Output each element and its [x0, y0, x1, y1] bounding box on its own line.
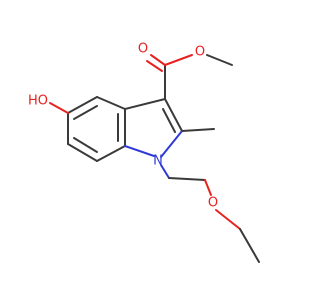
ether-oxygen-label: O: [208, 196, 218, 211]
bond-ch2-o: [204, 179, 212, 196]
benzene-ring: [67, 96, 126, 162]
bond-c5-hydroxyl: [49, 102, 69, 114]
carbonyl-oxygen-label: O: [138, 42, 148, 57]
bond-c3-c2-inner: [162, 108, 176, 133]
bond-c4-c5-inner: [73, 105, 98, 120]
bond-carbonyl-ester-o: [164, 54, 193, 66]
bond-c3a-c3: [124, 98, 166, 110]
bond-c6-c7: [67, 143, 98, 162]
pyrrole-ring: [124, 98, 183, 158]
bond-c3-c2: [164, 98, 183, 132]
bond-c3a-c4: [96, 96, 126, 110]
bond-carbonyl-double-a: [150, 54, 166, 66]
bond-c7-c7a: [96, 145, 126, 162]
bond-ester-o-methyl: [206, 54, 233, 66]
bond-c6-c7-inner: [73, 137, 98, 153]
bond-n1-ch2: [160, 164, 170, 179]
bond-c2-n1: [160, 130, 183, 158]
methyl-ester-group: [146, 54, 233, 100]
bond-ch2-ch2: [168, 177, 206, 181]
ethoxyethyl-chain: [160, 164, 260, 263]
bond-carbonyl-double-b: [146, 60, 163, 72]
ester-oxygen-label: O: [195, 45, 205, 60]
bond-n1-c7a: [124, 145, 155, 157]
bond-ethyl: [239, 228, 260, 263]
molecule-structure-diagram: O O HO N O: [28, 42, 260, 263]
nitrogen-label: N: [153, 154, 163, 169]
bond-c4-c5: [67, 96, 98, 114]
hydroxyl-label: HO: [28, 94, 48, 109]
bond-o-ch2: [215, 209, 241, 230]
bond-c2-methyl: [181, 128, 215, 132]
